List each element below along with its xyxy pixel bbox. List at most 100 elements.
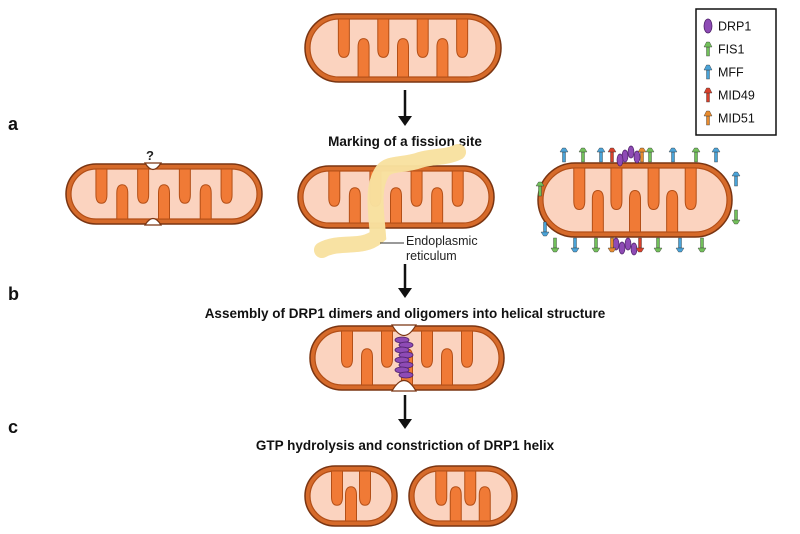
crista — [178, 168, 191, 204]
constriction-notch — [143, 162, 163, 171]
crista — [390, 187, 402, 224]
crista — [348, 187, 361, 224]
crista — [341, 330, 353, 368]
legend-item-mff: MFF — [703, 64, 744, 80]
receptor — [668, 147, 678, 163]
step-c-title: GTP hydrolysis and constriction of DRP1 … — [256, 438, 555, 453]
crista — [451, 170, 464, 207]
arrowhead-1 — [398, 116, 412, 126]
fis1-receptor-icon — [703, 41, 713, 57]
receptor — [691, 147, 701, 163]
crista — [357, 38, 370, 78]
receptor-proteins — [535, 145, 741, 256]
drp1-helix — [394, 336, 414, 379]
receptor — [675, 237, 685, 253]
receptor — [731, 171, 741, 187]
crista — [421, 330, 433, 368]
crista — [95, 168, 108, 204]
crista — [331, 470, 343, 506]
step-a-title: Marking of a fission site — [328, 134, 482, 149]
crista — [464, 470, 477, 506]
receptor — [635, 237, 645, 253]
crista — [345, 486, 357, 522]
crista — [137, 168, 150, 204]
question-mark: ? — [146, 148, 154, 163]
crista — [435, 470, 448, 506]
mitochondrion-intact — [304, 13, 502, 83]
crista — [456, 18, 469, 58]
crista — [684, 167, 697, 210]
legend-label: MID51 — [718, 112, 755, 126]
constriction-notch — [390, 324, 418, 337]
inner-membrane — [413, 470, 513, 522]
crista — [199, 184, 212, 220]
crista — [610, 167, 623, 210]
crista — [381, 330, 393, 368]
crista — [591, 190, 604, 233]
drp1-oval-icon — [703, 18, 713, 34]
crista — [441, 348, 453, 386]
mitochondrion-constriction-site — [65, 162, 263, 226]
constriction-notch — [390, 379, 418, 392]
crista — [116, 184, 129, 220]
receptor — [550, 237, 560, 253]
crista — [337, 18, 350, 58]
crista — [647, 167, 660, 210]
panel-label-c: c — [8, 417, 18, 437]
legend-item-drp1: DRP1 — [703, 18, 751, 34]
receptor — [607, 147, 617, 163]
mff-receptor-icon — [703, 64, 713, 80]
panel-label-b: b — [8, 284, 19, 304]
crista — [397, 38, 409, 78]
legend-label: FIS1 — [718, 43, 744, 57]
crista — [478, 486, 491, 522]
arrowhead-2 — [398, 288, 412, 298]
constriction-notch — [143, 217, 163, 226]
er-label-line1: Endoplasmic — [406, 234, 478, 248]
crista — [158, 184, 170, 220]
drp1-oligomer — [618, 241, 626, 255]
receptor — [607, 237, 617, 253]
crista — [449, 486, 462, 522]
receptor — [653, 237, 663, 253]
er-label-line2: reticulum — [406, 249, 457, 263]
drp1-oligomer — [616, 153, 624, 167]
receptor — [697, 237, 707, 253]
receptor — [711, 147, 721, 163]
receptor — [591, 237, 601, 253]
crista — [666, 190, 679, 233]
arrowhead-3 — [398, 419, 412, 429]
panel-label-a: a — [8, 114, 19, 134]
receptor — [535, 181, 545, 197]
drp1-oligomer — [627, 145, 635, 159]
endoplasmic-reticulum — [314, 144, 466, 258]
legend-label: MFF — [718, 66, 744, 80]
crista — [359, 470, 371, 506]
mid51-receptor-icon — [703, 110, 713, 126]
crista — [220, 168, 233, 204]
endoplasmic-reticulum-edge — [314, 144, 466, 258]
legend-item-fis1: FIS1 — [703, 41, 744, 57]
mitochondrion-with-receptors — [537, 162, 733, 238]
crista — [573, 167, 586, 210]
drp1-oligomer — [398, 371, 414, 379]
receptor — [559, 147, 569, 163]
crista — [377, 18, 390, 58]
receptor — [645, 147, 655, 163]
receptor — [570, 237, 580, 253]
crista — [461, 330, 473, 368]
crista — [328, 170, 341, 207]
mitochondrion-er-contact — [297, 165, 495, 229]
legend-item-mid51: MID51 — [703, 110, 755, 126]
drp1-oligomer — [633, 150, 641, 164]
crista — [436, 38, 449, 78]
receptor — [540, 221, 550, 237]
legend-label: DRP1 — [718, 20, 751, 34]
receptor — [731, 209, 741, 225]
drp1-oligomer — [624, 237, 632, 251]
drp1-oligomer — [630, 242, 638, 256]
receptor — [596, 147, 606, 163]
crista — [361, 348, 373, 386]
daughter-mitochondrion-left — [304, 465, 398, 527]
